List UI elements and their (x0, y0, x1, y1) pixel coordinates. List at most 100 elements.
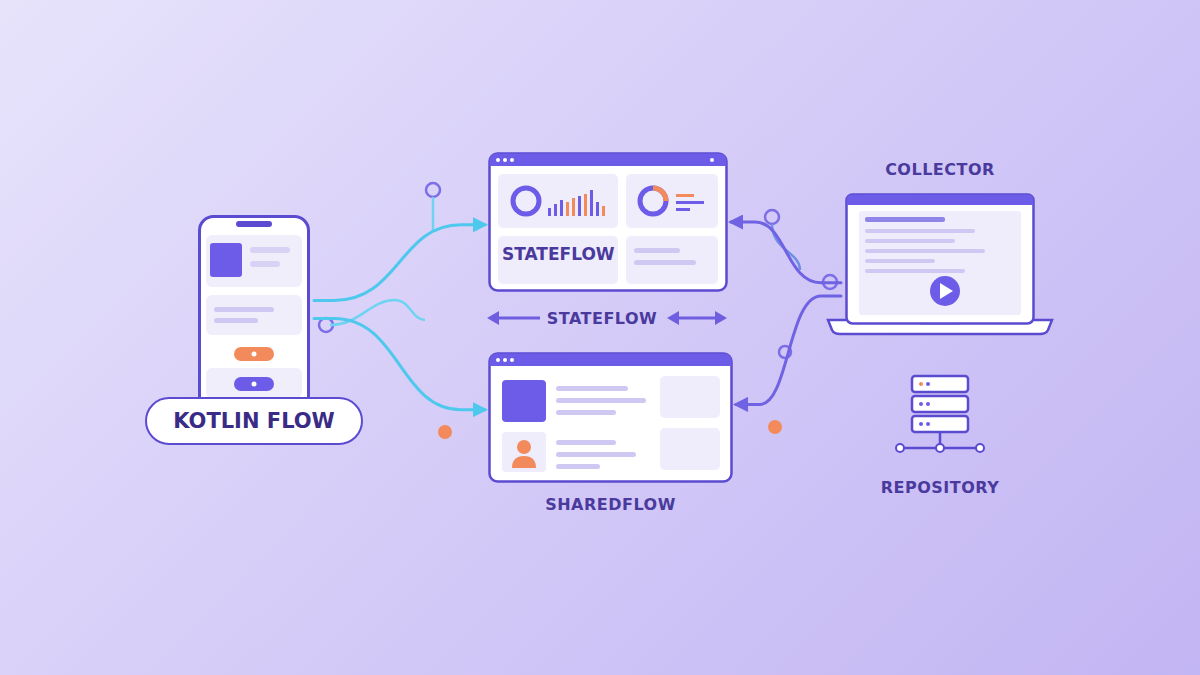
node-label: SHAREDFLOW (545, 495, 676, 514)
laptop-node: COLLECTOR (845, 193, 1035, 325)
decor-circle (926, 422, 930, 426)
decor-path (667, 311, 679, 325)
decor-circle (919, 382, 923, 386)
stateWin-shape (488, 152, 728, 292)
decor-circle (710, 158, 714, 162)
decor-line (496, 317, 540, 320)
decor-rect (676, 201, 704, 204)
decor-rect (554, 204, 557, 216)
decor-rect (206, 295, 302, 335)
decor-rect (250, 247, 290, 253)
decor-rect (660, 376, 720, 418)
decor-rect (490, 354, 732, 482)
flow-label: STATEFLOW (543, 309, 661, 328)
decor-rect (847, 195, 1034, 324)
decor-circle (936, 444, 944, 452)
decor-rect (865, 217, 945, 222)
decor-g (912, 376, 968, 432)
decor-rect (206, 368, 302, 398)
decor-rect (234, 347, 274, 361)
node-label: COLLECTOR (885, 160, 995, 179)
decor-circle (252, 352, 257, 357)
decor-dot-orange (438, 425, 452, 439)
decor-rect (584, 194, 587, 216)
decor-circle (896, 444, 904, 452)
decor-circle (510, 158, 514, 162)
decor-circle (496, 158, 500, 162)
decor-rect (556, 440, 616, 445)
flow-connector (731, 222, 841, 283)
decor-circle (503, 158, 507, 162)
decor-rect (865, 269, 965, 273)
decor-rect (214, 307, 274, 312)
decor-rect (502, 380, 546, 422)
decor-rect (626, 236, 718, 284)
decor-rect (865, 229, 975, 233)
decor-circle (517, 440, 531, 454)
decor-g (548, 190, 599, 216)
decor-circle (976, 444, 984, 452)
decor-rect (566, 202, 569, 216)
decor-circle (926, 402, 930, 406)
decor-rect (859, 211, 1021, 315)
decor-line (678, 317, 716, 320)
decor-rect (602, 206, 605, 216)
decor-path (490, 154, 727, 167)
decor-circle (510, 358, 514, 362)
sharedWin-shape (488, 352, 733, 483)
decor-circle (640, 188, 666, 214)
decor-rect (865, 239, 955, 243)
decor-rect (556, 464, 600, 469)
flow-connector (736, 296, 841, 404)
decor-rect (912, 376, 968, 392)
flow-connector (314, 319, 485, 410)
decor-circle (426, 183, 440, 197)
decor-rect (490, 154, 727, 291)
decor-circle (765, 210, 779, 224)
decor-rect (572, 198, 575, 216)
decor-rect (590, 190, 593, 216)
decor-circle (926, 382, 930, 386)
decor-path (490, 354, 732, 367)
decor-rect (214, 318, 258, 323)
stateWin-node: STATEFLOW (488, 152, 728, 292)
decor-rect (556, 386, 628, 391)
decor-rect (865, 249, 985, 253)
decor-rect (210, 243, 242, 277)
decor-circle (919, 402, 923, 406)
sharedWin-node: SHAREDFLOW (488, 352, 733, 483)
decor-rect (502, 432, 546, 472)
decor-path (940, 283, 953, 299)
decor-circle (503, 358, 507, 362)
decor-rect (556, 398, 646, 403)
decor-rect (548, 208, 551, 216)
decor-path (715, 311, 727, 325)
node-label: KOTLIN FLOW (145, 397, 363, 445)
decor-curve (772, 224, 800, 270)
decor-rect (626, 174, 718, 228)
server-node: REPOSITORY (908, 374, 972, 452)
decor-circle (930, 276, 960, 306)
decor-rect (660, 428, 720, 470)
decor-rect (912, 396, 968, 412)
decor-circle (919, 422, 923, 426)
decor-rect (912, 416, 968, 432)
node-label: STATEFLOW (502, 244, 615, 264)
decor-circle (496, 358, 500, 362)
decor-rect (234, 377, 274, 391)
decor-circle (513, 188, 539, 214)
decor-curve (330, 300, 425, 325)
decor-curve (432, 197, 435, 230)
decor-rect (596, 202, 599, 216)
decor-rect (498, 174, 618, 228)
decor-rect (206, 235, 302, 287)
decor-rect (250, 261, 280, 267)
decor-rect (498, 236, 618, 284)
decor-rect (634, 248, 680, 253)
decor-rect (556, 452, 636, 457)
decor-g (566, 194, 605, 216)
decor-g (896, 444, 984, 452)
laptop-shape (845, 193, 1035, 325)
